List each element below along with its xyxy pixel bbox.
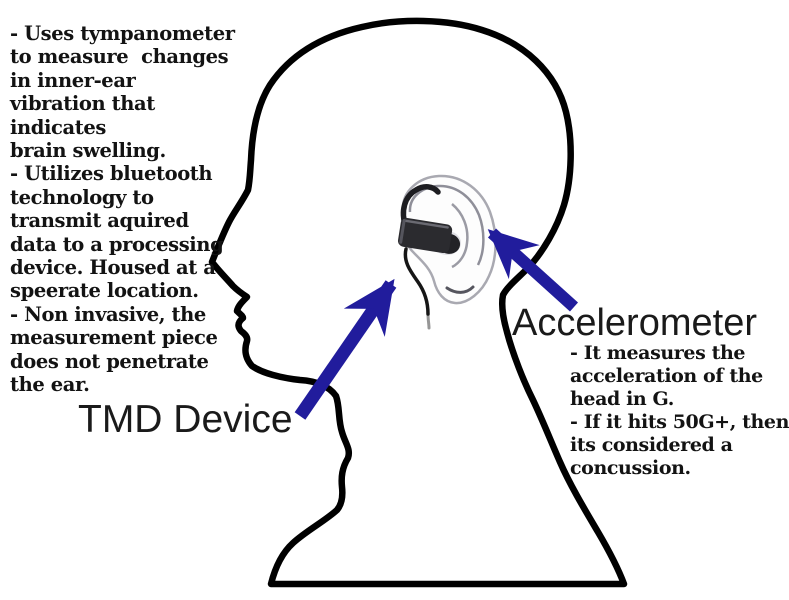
earpiece-wire-fade [426, 312, 431, 330]
accelerometer-label: Accelerometer [512, 302, 757, 344]
tmd-notes-line: indicates [10, 115, 106, 139]
tmd-arrow [294, 278, 397, 420]
tmd-notes-line: - Non invasive, the [10, 302, 206, 326]
tmd-notes-line: the ear. [10, 373, 90, 397]
tmd-notes-line: - Utilizes bluetooth [10, 162, 213, 186]
tmd-device-label: TMD Device [78, 398, 293, 441]
accelerometer-notes-line: acceleration of the [570, 365, 763, 387]
tmd-notes-line: - Uses tympanometer [10, 22, 235, 45]
accelerometer-notes-line: - If it hits 50G+, then [570, 411, 789, 433]
earpiece-body [397, 217, 461, 254]
earpiece-wire [403, 247, 430, 316]
ear-helix-line [408, 184, 485, 266]
ear-antihelix-line [451, 203, 469, 269]
head-profile-path [208, 17, 628, 588]
tmd-notes-line: to measure changes [10, 45, 229, 69]
ear-device-illustration [397, 174, 497, 330]
tmd-notes-line: measurement piece [10, 326, 218, 350]
accelerometer-arrow-shaft [487, 228, 579, 312]
accelerometer-arrow [487, 228, 579, 312]
tmd-notes-line: data to a processing [10, 232, 224, 256]
tmd-notes-line: technology to [10, 185, 154, 209]
tmd-notes-line: speerate location. [10, 279, 199, 303]
tmd-notes-line: in inner-ear [10, 68, 136, 92]
tmd-notes-line: vibration that [10, 92, 155, 116]
tmd-notes-line: does not penetrate [10, 349, 209, 373]
earpiece-hook [400, 184, 441, 230]
head-outline [208, 17, 628, 588]
tmd-notes-line: transmit aquired [10, 209, 189, 233]
accelerometer-notes-line: - It measures the [570, 342, 746, 364]
tmd-arrow-shaft [294, 278, 397, 420]
accelerometer-notes-line: concussion. [570, 457, 691, 479]
tmd-notes-line: device. Housed at a [10, 256, 216, 280]
accelerometer-notes-line: its considered a [570, 434, 733, 456]
ear-lobe-crease [445, 285, 475, 294]
earpiece-highlight [402, 219, 449, 229]
tmd-notes-line: brain swelling. [10, 139, 166, 163]
accelerometer-notes-line: head in G. [570, 388, 674, 410]
earpiece-edge [399, 219, 406, 244]
